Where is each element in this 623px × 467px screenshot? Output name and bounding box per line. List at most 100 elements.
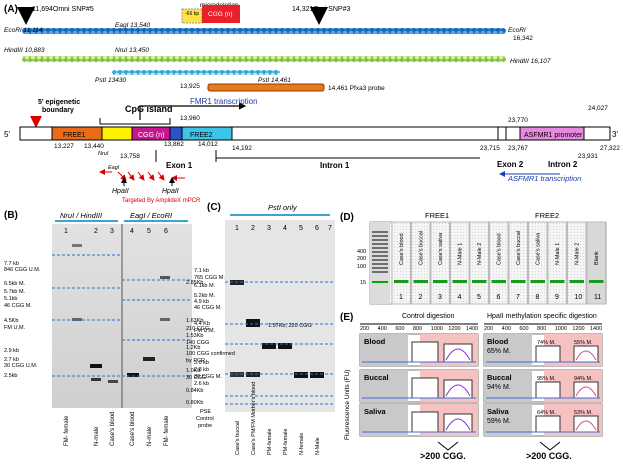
panel-e-pct: 59% M. — [487, 418, 511, 425]
panel-c-lane-num: 5 — [299, 225, 303, 232]
ecori-right-num: 16,342 — [513, 35, 533, 42]
panel-e-right-title: HpaII methylation specific digestion — [487, 313, 597, 320]
panel-c-pcs2: Control — [196, 416, 214, 422]
panel-b-lane-num: 3 — [110, 228, 114, 235]
pos-14012: 14,012 — [198, 141, 218, 148]
psti-fragment — [112, 70, 280, 75]
panel-e-peak — [575, 420, 597, 431]
panel-d-free1: FREE1 — [425, 211, 449, 220]
panel-d-lane — [567, 221, 587, 305]
panel-d-lane-num: 11 — [594, 294, 601, 301]
panel-b-right-marker: 4.4 Kb — [194, 321, 210, 327]
panel-c-lane-num: 4 — [283, 225, 287, 232]
nrui-small: NruI — [98, 151, 109, 157]
panel-c-marker: 100 CGG confirmed — [186, 351, 235, 357]
panel-d-ladder — [370, 222, 390, 304]
panel-b-head2: EagI / EcoRI — [130, 211, 172, 220]
panel-e-pct-b: 53% M. — [574, 410, 593, 416]
panel-d-band — [413, 280, 428, 283]
panel-e-tick: 800 — [537, 326, 546, 332]
panel-c-bottom-label: Case's PM/FM Mother's blood — [251, 382, 257, 455]
panel-d-lane-label: Blank — [594, 251, 600, 265]
panel-c-marker: 30 CGG — [186, 375, 206, 381]
panel-b-left-marker: 7.7 kb — [4, 261, 19, 267]
panel-e: (E) Control digestion HpaII methylation … — [340, 312, 603, 461]
panel-c-marker: 140 CGG — [186, 340, 209, 346]
pos-14192: 14,192 — [232, 145, 252, 152]
panel-e-tick: 400 — [502, 326, 511, 332]
panel-d-lane — [528, 221, 548, 305]
panel-e-pct: 65% M. — [487, 348, 511, 355]
panel-b-label: (B) — [4, 210, 18, 221]
panel-d-lane-label: Case's saliva — [438, 232, 444, 265]
five-prime: 5' — [4, 130, 10, 139]
panel-e-inset — [573, 415, 599, 433]
panel-b-right-marker: 30 CGG M. — [194, 374, 222, 380]
pos-23770: 23,770 — [508, 117, 528, 124]
panel-c-bottom-label: N-female — [299, 433, 305, 455]
cpg-island-label: CpG island — [125, 104, 173, 114]
pos-23767: 23,767 — [508, 145, 528, 152]
panel-e-inset — [411, 411, 439, 433]
probe-left: 13,925 — [180, 83, 200, 90]
pos-27322: 27,322 — [600, 145, 620, 152]
three-prime: 3' — [612, 130, 618, 139]
panel-d-lane-label: N-Male 2 — [575, 243, 581, 265]
panel-b-lane-num: 2 — [94, 228, 98, 235]
panel-e-tick: 1000 — [431, 326, 443, 332]
panel-d-lane-num: 2 — [419, 294, 423, 301]
panel-c-marker: 0.84Kb — [186, 388, 203, 394]
hindiii-right: HindIII 16,107 — [510, 58, 551, 65]
panel-b-left-marker: 2.5kb — [4, 373, 17, 379]
panel-e-peak — [575, 350, 597, 361]
nrui-left: NruI 13,450 — [115, 47, 149, 54]
hpaii-2: HpaII — [162, 188, 179, 195]
eagi-left: EagI 13,540 — [115, 22, 150, 29]
panel-b-right-marker: 2.8 kb — [194, 367, 209, 373]
panel-e-tick: 400 — [378, 326, 387, 332]
asfmr1-tx-label: ASFMR1 transcription — [507, 174, 581, 183]
panel-e-tissue-right: Saliva — [487, 407, 510, 416]
panel-c-lane-num: 2 — [251, 225, 255, 232]
panel-e-ylabel: Fluorescence Units (FU) — [344, 370, 351, 440]
panel-e-shade-grey — [360, 370, 408, 402]
panel-d-band — [550, 280, 565, 283]
panel-d-lane-label: N-Male 1 — [458, 243, 464, 265]
panel-b-bottom-label: N-male — [147, 426, 153, 446]
panel-c-marker: 1.63Kb — [186, 318, 203, 324]
panel-d-lane-label: Case's saliva — [536, 232, 542, 265]
panel-c-marker: 1.0Kb — [186, 368, 200, 374]
panel-d-lane — [547, 221, 567, 305]
panel-e-tick: 1400 — [590, 326, 602, 332]
panel-d-label: (D) — [340, 212, 354, 223]
panel-e-tissue-right: Blood — [487, 337, 509, 346]
targeted-label: Targeted By AmplideX mPCR — [122, 198, 201, 204]
free1-label: FREE1 — [63, 132, 86, 139]
panel-c-bottom-label: PM-female — [283, 428, 289, 455]
panel-d-lane-num: 5 — [477, 294, 481, 301]
panel-e-shade-grey — [484, 370, 532, 402]
panel-e-tick: 600 — [395, 326, 404, 332]
ladder-100: 100 — [357, 264, 366, 270]
panel-b-bottom-label: FM- female — [164, 415, 170, 446]
pos-13227: 13,227 — [54, 143, 74, 150]
pos-13758: 13,758 — [120, 153, 140, 160]
panel-c-gel — [225, 220, 335, 412]
panel-d-lane — [430, 221, 450, 305]
panel-b-right-marker: 765 CGG M. — [194, 275, 225, 281]
pos-13960: 13,960 — [180, 115, 200, 122]
snp3-label: 14,321Omi SNP#3 — [292, 6, 350, 13]
probe-right: 14,461 Pfxa3 probe — [328, 85, 385, 92]
pfxa3-probe — [207, 83, 325, 92]
panel-b-left-marker: 4.5Kb — [4, 318, 18, 324]
panel-b-right-marker: 3.0 kb — [194, 360, 209, 366]
panel-e-inset — [535, 415, 561, 433]
